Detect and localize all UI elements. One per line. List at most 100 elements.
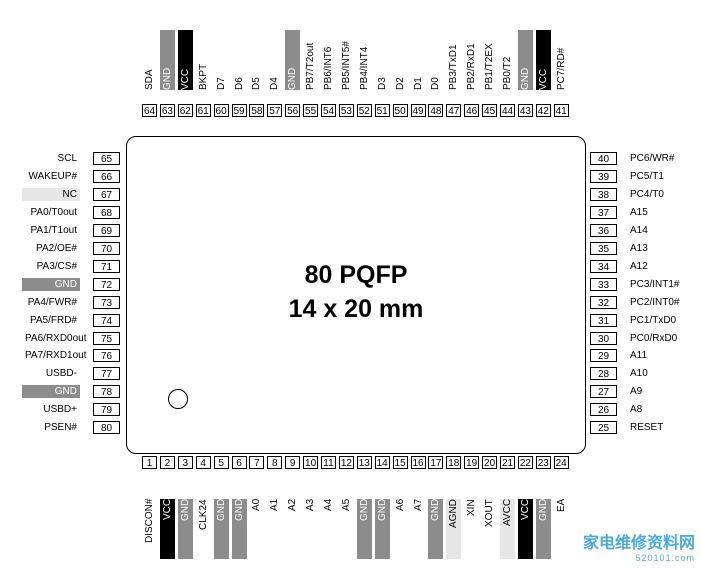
pin-number: 46 (464, 104, 480, 117)
pin-label: PC4/T0 (630, 188, 664, 200)
pin-number: 63 (159, 104, 175, 117)
pin-label: A15 (630, 206, 648, 218)
pin-label: PB4/INT4 (358, 46, 370, 90)
pin-number: 68 (93, 205, 120, 219)
chip-body (126, 136, 586, 454)
pin-label: PA6/RXD0out (25, 332, 87, 344)
pin-number: 3 (177, 456, 193, 469)
pin-label: A12 (630, 260, 648, 272)
pin-label: PC6/WR# (630, 153, 675, 164)
pin-label: VCC (517, 499, 533, 559)
pin-number: 40 (590, 152, 617, 165)
pin-label: PA0/T0out (30, 206, 77, 218)
pin-label: PB1/T2EX (484, 43, 496, 90)
pin-number: 74 (93, 313, 120, 327)
pin-number: 52 (356, 104, 372, 117)
pin-number: 34 (590, 259, 617, 273)
pin-label: PC7/RD# (555, 47, 567, 90)
pin-number: 48 (428, 104, 444, 117)
pin-number: 24 (553, 456, 569, 469)
pin-number: 20 (482, 456, 498, 469)
pin-label: PA2/OE# (36, 242, 77, 254)
pin-label: GND (356, 499, 372, 559)
pin-label: A3 (305, 499, 317, 512)
pin1-marker (168, 389, 188, 409)
pin-label: DISCON# (144, 499, 155, 544)
pin-label: VCC (177, 30, 193, 90)
pin-label: AGND (446, 499, 462, 559)
pin-number: 45 (482, 104, 498, 117)
pin-label: PA7/RXD1out (25, 350, 87, 362)
pin-label: GND (159, 30, 175, 90)
pin-label: SCL (57, 153, 77, 164)
pin-number: 79 (93, 403, 120, 417)
pin-label: USBD- (45, 368, 77, 380)
pin-label: PB7/T2out (305, 42, 317, 90)
pin-number: 41 (553, 104, 569, 117)
pin-label: PC1/TxD0 (630, 314, 677, 326)
pin-label: GND (22, 277, 80, 291)
pin-label: VCC (159, 499, 175, 559)
pin-label: A13 (630, 242, 648, 254)
pin-label: GND (177, 499, 193, 559)
pin-number: 80 (93, 421, 120, 435)
pin-number: 57 (267, 104, 283, 117)
pin-number: 21 (500, 456, 515, 469)
pin-label: D6 (233, 77, 245, 90)
pin-number: 2 (159, 456, 175, 469)
pin-label: GND (213, 499, 229, 559)
pin-label: D7 (215, 77, 227, 90)
pin-number: 27 (590, 385, 617, 399)
pin-label: A8 (630, 404, 643, 416)
pin-label: VCC (535, 30, 551, 90)
pin-number: 69 (93, 223, 120, 237)
pin-label: A4 (323, 499, 334, 512)
pin-number: 51 (374, 104, 390, 117)
watermark-text: 家电维修资料网 (582, 535, 695, 552)
pin-number: 6 (231, 456, 247, 469)
package-size: 14 x 20 mm (288, 295, 424, 323)
pin-number: 73 (93, 295, 120, 309)
pin-number: 10 (303, 456, 319, 469)
pin-label: XIN (466, 499, 478, 516)
pin-number: 11 (321, 456, 336, 469)
package-title: 80 PQFP (304, 261, 408, 289)
pin-number: 72 (93, 277, 120, 291)
pin-label: RESET (630, 422, 664, 434)
pin-number: 78 (93, 385, 120, 399)
pin-number: 54 (321, 104, 336, 117)
pin-number: 33 (590, 277, 617, 291)
pin-number: 71 (93, 259, 120, 273)
pin-label: GND (374, 499, 390, 559)
pin-number: 13 (356, 456, 372, 469)
watermark-url: 520101.com (635, 553, 695, 563)
pin-label: PA4/FWR# (27, 296, 77, 308)
pin-label: WAKEUP# (28, 170, 77, 182)
pin-label: SDA (144, 69, 155, 90)
pin-number: 23 (535, 456, 551, 469)
pin-number: 4 (195, 456, 211, 469)
pin-number: 50 (392, 104, 408, 117)
pin-number: 39 (590, 169, 617, 183)
pin-label: GND (535, 499, 551, 559)
pin-number: 44 (500, 104, 515, 117)
pin-label: A0 (251, 499, 263, 512)
pin-label: PA5/FRD# (29, 314, 77, 326)
pin-label: PC0/RxD0 (630, 332, 678, 344)
pin-label: A14 (630, 224, 648, 236)
pin-label: A7 (412, 499, 424, 512)
pin-number: 47 (446, 104, 462, 117)
pin-label: GND (231, 499, 247, 559)
pin-label: D4 (269, 77, 281, 90)
pin-number: 66 (93, 169, 120, 183)
pin-number: 61 (195, 104, 211, 117)
pin-number: 22 (517, 456, 533, 469)
pin-number: 55 (303, 104, 319, 117)
pin-label: USBD+ (43, 404, 77, 416)
pin-number: 29 (590, 349, 617, 363)
pin-label: AVCC (500, 499, 515, 559)
pin-label: BKPT (197, 63, 209, 90)
pin-label: PB6/INT6 (323, 46, 334, 90)
pin-label: PB0/T2 (502, 56, 513, 90)
pin-number: 35 (590, 241, 617, 255)
